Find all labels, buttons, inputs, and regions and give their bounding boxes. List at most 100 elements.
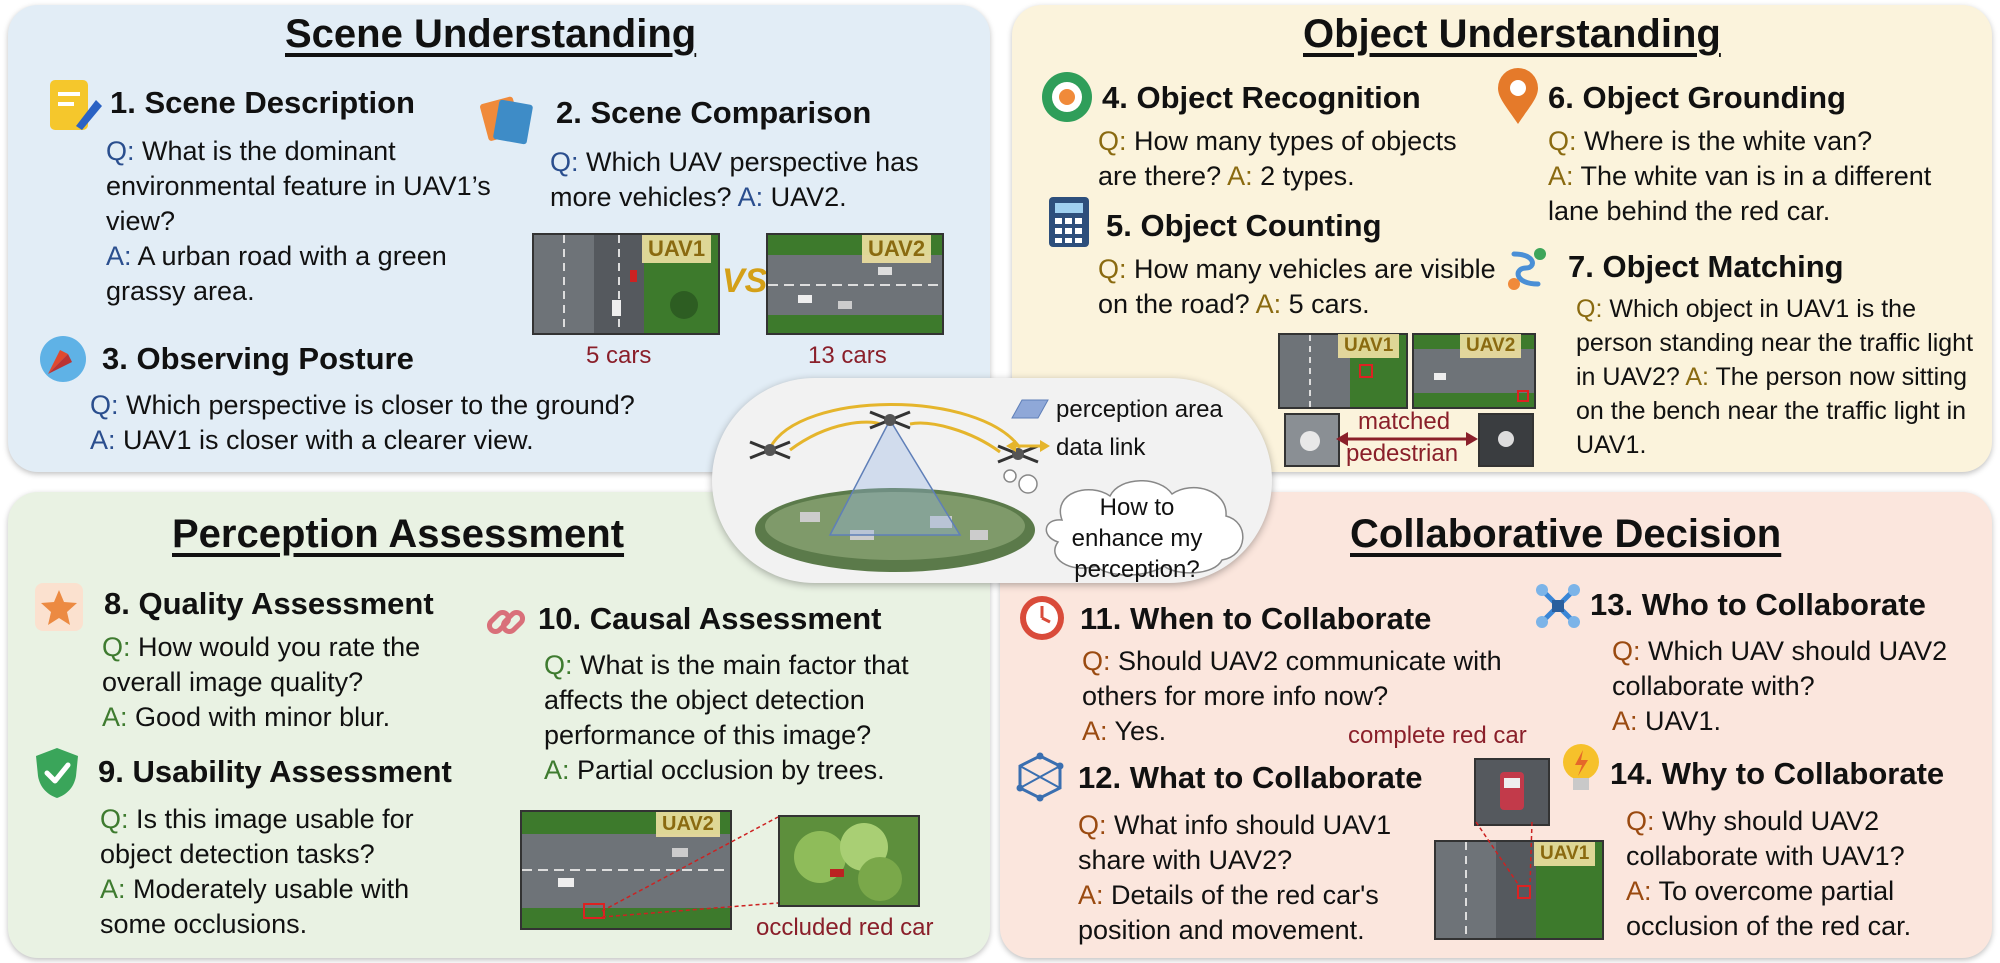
task10-answer: Partial occlusion by trees. [569, 755, 885, 785]
clock-icon [1020, 596, 1064, 640]
task12-question: What info should UAV1 share with UAV2? [1078, 810, 1392, 875]
uav1-collab-label: UAV1 [1534, 842, 1596, 866]
a-label: A: [544, 755, 570, 785]
caption-13-cars: 13 cars [808, 342, 887, 369]
task13-question: Which UAV should UAV2 collaborate with? [1612, 636, 1948, 701]
a-label: A: [100, 874, 126, 904]
task10-text: Q: What is the main factor that affects … [544, 648, 964, 788]
task13-text: Q: Which UAV should UAV2 collaborate wit… [1612, 634, 1972, 739]
task12-answer: Details of the red car's position and mo… [1078, 880, 1379, 945]
complete-car-crop [1474, 758, 1550, 826]
zoom-lines [601, 816, 779, 918]
task11-answer: Yes. [1107, 716, 1167, 746]
task10-head: 10. Causal Assessment [538, 601, 882, 636]
task12-head: 12. What to Collaborate [1078, 760, 1423, 795]
task7-question: Which object in UAV1 is the person stand… [1576, 295, 1974, 391]
task13-answer: UAV1. [1637, 706, 1722, 736]
a-label: A: [1626, 876, 1652, 906]
q-label: Q: [1576, 295, 1603, 323]
task4-answer: 2 types. [1252, 161, 1355, 191]
task14-head: 14. Why to Collaborate [1610, 756, 1945, 791]
q-label: Q: [1078, 810, 1107, 840]
uav2-occlusion-label: UAV2 [656, 812, 720, 837]
task4-head: 4. Object Recognition [1102, 80, 1421, 115]
q-label: Q: [1082, 646, 1111, 676]
a-label: A: [90, 425, 116, 455]
pedestrian-crop-uav1 [1284, 413, 1340, 467]
perception-area-swatch [1011, 399, 1049, 419]
task3-question: Which perspective is closer to the groun… [118, 390, 635, 420]
task8-answer: Good with minor blur. [127, 702, 391, 732]
uav1-match-label: UAV1 [1338, 334, 1400, 358]
task14-text: Q: Why should UAV2 collaborate with UAV1… [1626, 804, 1986, 944]
object-title: Object Understanding [1303, 12, 1721, 56]
task12-text: Q: What info should UAV1 share with UAV2… [1078, 808, 1438, 948]
q-label: Q: [1612, 636, 1641, 666]
task8-question: How would you rate the overall image qua… [102, 632, 421, 697]
a-label: A: [1612, 706, 1638, 736]
task3-head: 3. Observing Posture [102, 341, 414, 376]
caption-5-cars: 5 cars [586, 342, 652, 369]
pedestrian-label: pedestrian [1346, 440, 1459, 467]
legend-perception-area: perception area [1056, 396, 1223, 423]
task14-question: Why should UAV2 collaborate with UAV1? [1626, 806, 1905, 871]
task8-text: Q: How would you rate the overall image … [102, 630, 482, 735]
task6-question: Where is the white van? [1576, 126, 1873, 156]
task11-text: Q: Should UAV2 communicate with others f… [1082, 644, 1502, 749]
q-label: Q: [90, 390, 119, 420]
thought-cloud [1003, 469, 1244, 576]
task5-question: How many vehicles are visible on the roa… [1098, 254, 1496, 319]
a-label: A: [106, 241, 132, 271]
task7-head: 7. Object Matching [1568, 249, 1844, 284]
task4-text: Q: How many types of objects are there? … [1098, 124, 1498, 194]
q-label: Q: [106, 136, 135, 166]
occluded-car-crop [778, 815, 920, 907]
task3-text: Q: Which perspective is closer to the gr… [90, 388, 730, 458]
task6-head: 6. Object Grounding [1548, 80, 1846, 115]
task6-text: Q: Where is the white van? A: The white … [1548, 124, 1978, 229]
pedestrian-crop-uav2 [1478, 413, 1534, 467]
task7-answer: The person now sitting on the bench near… [1576, 363, 1967, 459]
vs-mark: VS [722, 262, 768, 300]
a-label: A: [1548, 161, 1574, 191]
task8-head: 8. Quality Assessment [104, 586, 434, 621]
shield-check-icon [36, 748, 78, 798]
task9-answer: Moderately usable with some occlusions. [100, 874, 410, 939]
a-label: A: [102, 702, 128, 732]
uav2-label: UAV2 [862, 235, 932, 263]
perception-title: Perception Assessment [172, 512, 625, 556]
a-label: A: [737, 182, 764, 212]
task2-answer: UAV2. [763, 182, 847, 212]
lightbulb-icon [1563, 744, 1599, 790]
task5-text: Q: How many vehicles are visible on the … [1098, 252, 1508, 322]
task9-head: 9. Usability Assessment [98, 754, 452, 789]
cube-network-icon [1016, 752, 1064, 802]
task11-question: Should UAV2 communicate with others for … [1082, 646, 1502, 711]
task14-answer: To overcome partial occlusion of the red… [1626, 876, 1912, 941]
stacked-cards-icon [480, 96, 533, 145]
task3-answer: UAV1 is closer with a clearer view. [115, 425, 534, 455]
uav1-label: UAV1 [642, 235, 712, 263]
scene-title: Scene Understanding [285, 12, 697, 56]
q-label: Q: [550, 147, 579, 177]
task2-question: Which UAV perspective has more vehicles? [550, 147, 919, 212]
q-label: Q: [102, 632, 131, 662]
a-label: A: [1078, 880, 1104, 910]
drone-icon [1536, 584, 1580, 628]
legend-data-link: data link [1056, 434, 1146, 461]
map-pin-icon [1498, 68, 1538, 124]
matched-label: matched [1358, 408, 1451, 435]
task6-answer: The white van is in a different lane beh… [1548, 161, 1932, 226]
uav-network-illustration [749, 403, 1039, 572]
zoom-lines-collab [1475, 821, 1533, 885]
task2-head: 2. Scene Comparison [556, 95, 872, 130]
notepad-pen-icon [50, 80, 102, 130]
task5-answer: 5 cars. [1281, 289, 1370, 319]
task1-head: 1. Scene Description [110, 85, 415, 120]
chain-link-icon [486, 609, 526, 635]
uav2-match-label: UAV2 [1460, 334, 1522, 358]
a-label: A: [1227, 161, 1253, 191]
q-label: Q: [1098, 126, 1127, 156]
task13-head: 13. Who to Collaborate [1590, 587, 1926, 622]
uav2-occlusion-image [520, 810, 732, 930]
